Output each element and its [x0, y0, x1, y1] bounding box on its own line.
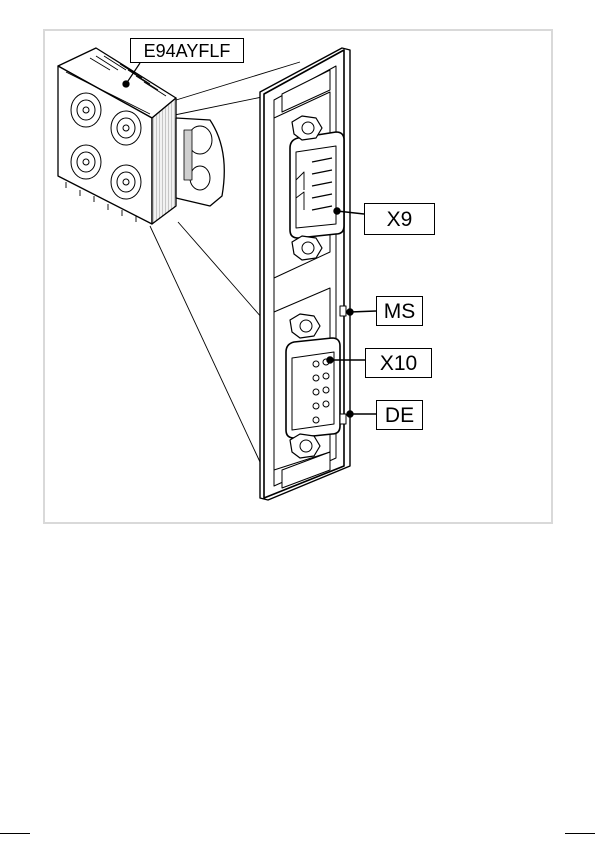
callout-de: DE: [376, 400, 423, 430]
callout-x9: X9: [364, 203, 435, 235]
callout-ms: MS: [376, 296, 423, 326]
crop-mark-right: [565, 833, 595, 834]
crop-mark-left: [0, 833, 30, 834]
callout-x10: X10: [365, 348, 432, 378]
